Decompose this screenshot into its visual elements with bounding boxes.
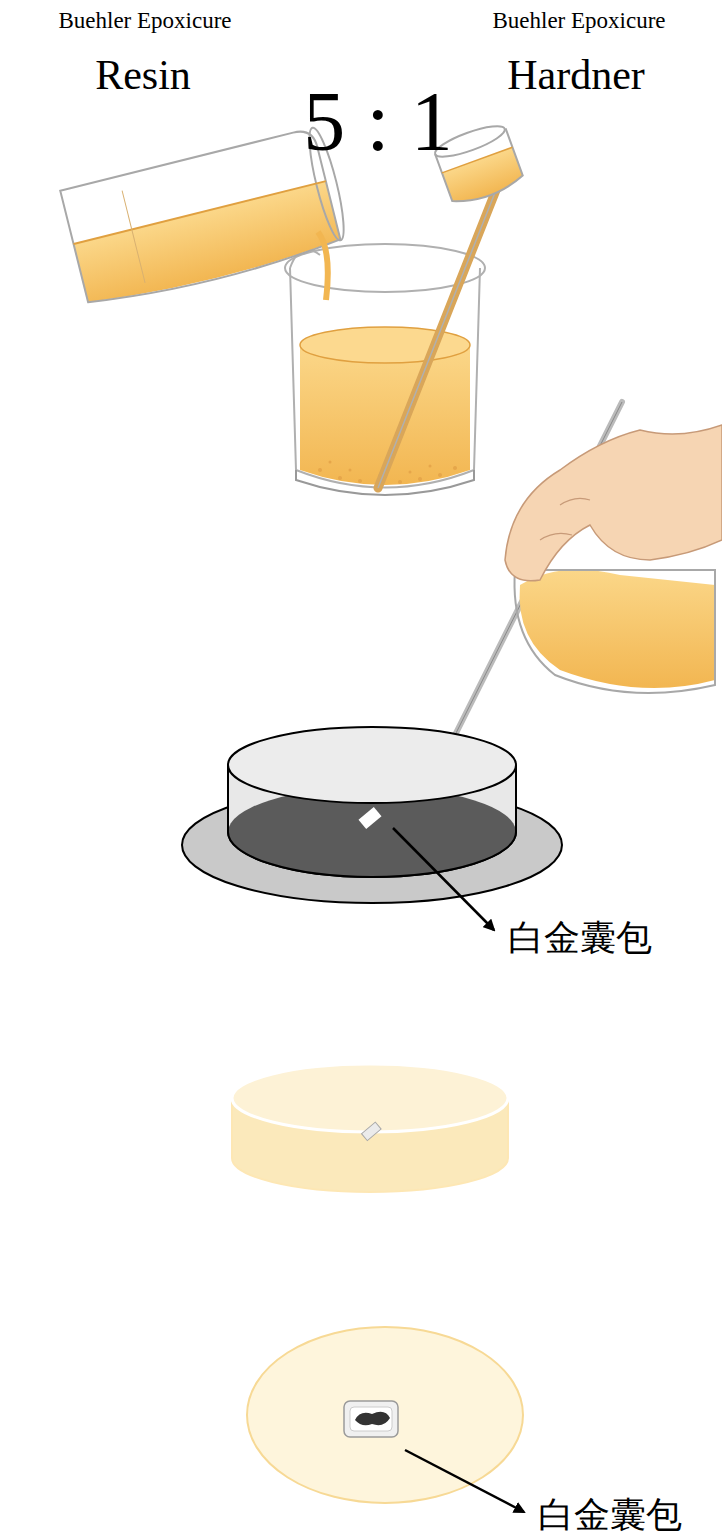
pour-stream	[318, 232, 328, 300]
stir-rod	[378, 180, 500, 488]
mount-top-view	[247, 1327, 523, 1503]
leader-arrow	[393, 828, 494, 930]
mix-ratio: 5 : 1	[303, 80, 452, 164]
product-name: Buehler Epoxicure	[58, 9, 231, 32]
component-name: Resin	[95, 54, 191, 96]
component-name: Hardner	[507, 54, 645, 96]
hand-pouring	[440, 402, 722, 765]
leader-arrow	[405, 1450, 524, 1512]
mounting-mold	[182, 727, 562, 903]
stir-rod-edge	[378, 180, 500, 488]
cured-mount	[232, 1064, 508, 1192]
product-name: Buehler Epoxicure	[492, 9, 665, 32]
callout-label: 白金囊包	[538, 1497, 682, 1533]
callout-label: 白金囊包	[508, 920, 652, 956]
